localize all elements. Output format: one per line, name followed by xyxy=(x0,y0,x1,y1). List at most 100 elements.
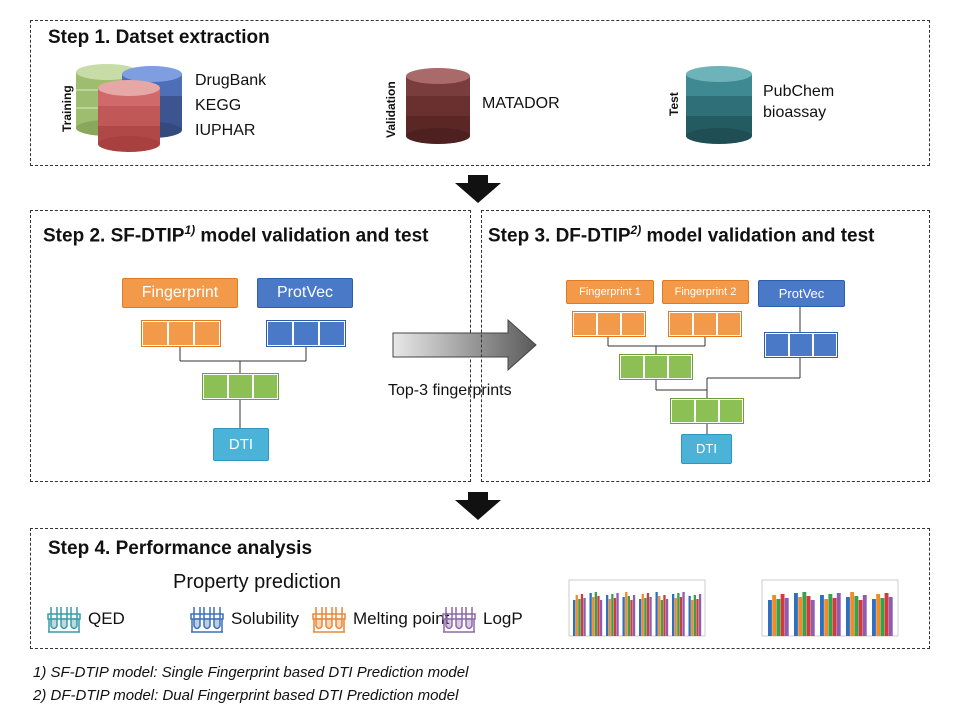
thumbnail-bar xyxy=(655,592,658,636)
thumbnail-bar xyxy=(691,600,694,636)
step4-title: Step 4. Performance analysis xyxy=(48,538,313,559)
property-label: QED xyxy=(88,609,125,628)
property-prediction-title: Property prediction xyxy=(173,571,341,593)
thumbnail-bar xyxy=(780,594,785,636)
thumbnail-bar xyxy=(772,595,777,636)
thumbnail-bar xyxy=(625,592,628,636)
test-tube-rack-icon xyxy=(442,607,476,633)
thumbnail-bar xyxy=(573,600,576,636)
test-tube-rack-icon xyxy=(47,607,81,633)
training-db-drugbank: DrugBank xyxy=(195,72,267,89)
thumbnail-bar xyxy=(810,600,815,636)
step3-fingerprint2-node: Fingerprint 2 xyxy=(662,280,749,304)
step2-protvec-vector xyxy=(266,320,346,347)
property-label: Solubility xyxy=(231,609,300,628)
test-tube-rack-icon xyxy=(190,607,224,633)
performance-chart-thumbnail-1 xyxy=(557,574,720,642)
thumbnail-bar xyxy=(682,592,685,636)
thumbnail-bar xyxy=(872,599,876,636)
step2-protvec-node: ProtVec xyxy=(257,278,353,308)
thumbnail-bar xyxy=(794,593,798,636)
right-arrow-icon xyxy=(392,319,537,371)
step2-fingerprint-node: Fingerprint xyxy=(122,278,238,308)
thumbnail-bar xyxy=(828,594,833,636)
thumbnail-bar xyxy=(589,593,592,636)
thumbnail-bar xyxy=(627,596,630,636)
step3-title-suffix: model validation and test xyxy=(641,225,875,247)
thumbnail-bar xyxy=(846,597,850,636)
thumbnail-bar xyxy=(578,599,581,636)
thumbnail-bar xyxy=(674,598,677,636)
thumbnail-bar xyxy=(696,599,699,636)
thumbnail-bar xyxy=(836,593,841,636)
step2-title-sup: 1) xyxy=(184,223,196,237)
thumbnail-bar xyxy=(644,598,647,636)
step3-fingerprint1-vector xyxy=(572,311,646,337)
thumbnail-bar xyxy=(693,595,696,636)
property-item: Solubility xyxy=(190,604,299,634)
thumbnail-bar xyxy=(888,597,893,636)
step1-title: Step 1. Datset extraction xyxy=(48,27,270,48)
step4-panel xyxy=(30,528,930,649)
thumbnail-bar xyxy=(802,592,807,636)
step2-title-suffix: model validation and test xyxy=(195,225,429,247)
performance-chart-thumbnail-2 xyxy=(750,574,913,642)
training-db-iuphar: IUPHAR xyxy=(195,122,256,139)
property-item: LogP xyxy=(442,604,523,634)
down-arrow-icon xyxy=(455,492,501,520)
thumbnail-bar xyxy=(663,595,666,636)
thumbnail-bar xyxy=(658,596,661,636)
thumbnail-bar xyxy=(660,600,663,636)
training-db-kegg: KEGG xyxy=(195,97,242,114)
step3-title-main: Step 3. DF-DTIP xyxy=(488,225,631,247)
thumbnail-bar xyxy=(616,593,619,636)
thumbnail-bar xyxy=(776,599,781,636)
step3-final-concat-vector xyxy=(670,398,744,424)
thumbnail-bar xyxy=(768,600,772,636)
step2-fingerprint-vector xyxy=(141,320,221,347)
footnote-1: 1) SF-DTIP model: Single Fingerprint bas… xyxy=(33,664,469,681)
thumbnail-bar xyxy=(622,597,625,636)
thumbnail-bar xyxy=(688,596,691,636)
validation-db-matador: MATADOR xyxy=(482,95,560,112)
thumbnail-bar xyxy=(880,598,885,636)
thumbnail-bar xyxy=(594,592,597,636)
thumbnail-bar xyxy=(784,598,789,636)
step3-fingerprint2-vector xyxy=(668,311,742,337)
thumbnail-bar xyxy=(592,597,595,636)
thumbnail-bar xyxy=(798,597,803,636)
step1-panel xyxy=(30,20,930,166)
thumbnail-bar xyxy=(672,594,675,636)
step2-concat-vector xyxy=(202,373,279,400)
thumbnail-bar xyxy=(641,594,644,636)
thumbnail-bar xyxy=(597,596,600,636)
thumbnail-bar xyxy=(583,598,586,636)
thumbnail-bar xyxy=(665,599,669,636)
thumbnail-bar xyxy=(639,599,642,636)
property-label: LogP xyxy=(483,609,523,628)
step3-title: Step 3. DF-DTIP2) model validation and t… xyxy=(488,223,875,247)
thumbnail-bar xyxy=(599,600,603,636)
step2-title: Step 2. SF-DTIP1) model validation and t… xyxy=(43,223,428,247)
thumbnail-bar xyxy=(632,595,636,636)
thumbnail-bar xyxy=(698,594,702,636)
thumbnail-bar xyxy=(862,595,867,636)
thumbnail-bar xyxy=(820,595,824,636)
thumbnail-bar xyxy=(677,593,680,636)
test-db-bioassay: bioassay xyxy=(763,104,827,121)
property-item: QED xyxy=(47,604,125,634)
thumbnail-bar xyxy=(608,599,611,636)
test-db-pubchem: PubChem xyxy=(763,83,835,100)
thumbnail-bar xyxy=(649,597,652,636)
red-cylinder xyxy=(98,80,160,152)
thumbnail-bar xyxy=(884,593,889,636)
validation-database-icon xyxy=(406,68,470,144)
thumbnail-bar xyxy=(858,600,863,636)
thumbnail-bar xyxy=(876,594,881,636)
step3-fingerprint-concat-vector xyxy=(619,354,693,380)
thumbnail-bar xyxy=(630,600,633,636)
step3-dti-node: DTI xyxy=(681,434,732,464)
thumbnail-bar xyxy=(854,596,859,636)
